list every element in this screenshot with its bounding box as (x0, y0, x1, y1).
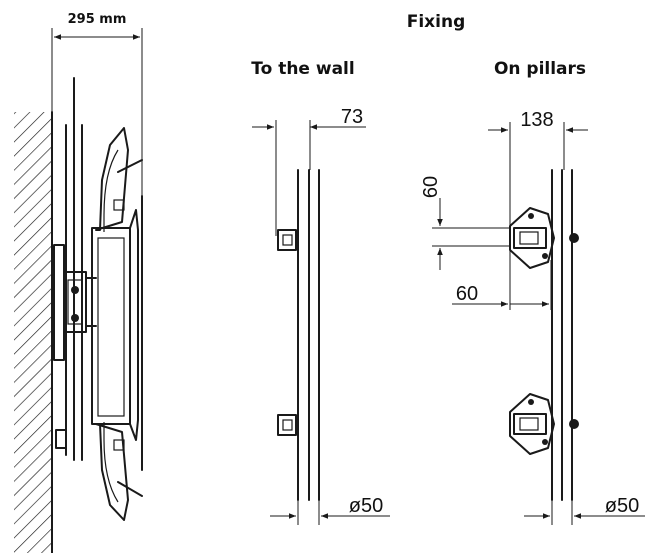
wall-hatch (14, 112, 52, 553)
appliance-body (91, 127, 143, 521)
pillar-bracket-top (509, 207, 579, 269)
wall-view-label: To the wall (251, 59, 354, 79)
dim-pillar-offset-label: 138 (520, 109, 553, 131)
side-view: 295 mm (14, 12, 143, 553)
pillar-pipes (551, 169, 573, 501)
pillar-view-label: On pillars (494, 59, 586, 79)
wall-bracket-top (277, 229, 297, 251)
dim-pillar-pipe: ø50 (524, 495, 645, 525)
dim-bracket-horizontal: 60 (452, 260, 552, 310)
dim-pillar-offset: 138 (488, 109, 588, 310)
dim-bracket-vertical-label: 60 (420, 176, 442, 198)
dim-wall-pipe: ø50 (270, 495, 390, 525)
diagram-title: Fixing (407, 12, 466, 32)
dim-wall-pipe-label: ø50 (349, 495, 383, 517)
dim-bracket-vertical: 60 (420, 176, 510, 270)
dim-pillar-pipe-label: ø50 (605, 495, 639, 517)
dim-overall-depth-label: 295 mm (68, 12, 127, 27)
dim-wall-offset: 73 (252, 106, 366, 236)
wall-pipes (297, 169, 320, 501)
wall-bracket-bottom (277, 414, 297, 436)
pillar-mount-view: On pillars 138 60 60 (420, 59, 645, 525)
dim-overall-depth: 295 mm (51, 12, 143, 200)
side-pipes (65, 77, 83, 461)
dim-wall-offset-label: 73 (341, 106, 363, 128)
pillar-bracket-bottom (509, 393, 579, 455)
dim-bracket-horizontal-label: 60 (456, 283, 478, 305)
wall-mount-view: To the wall 73 ø50 (251, 59, 390, 525)
